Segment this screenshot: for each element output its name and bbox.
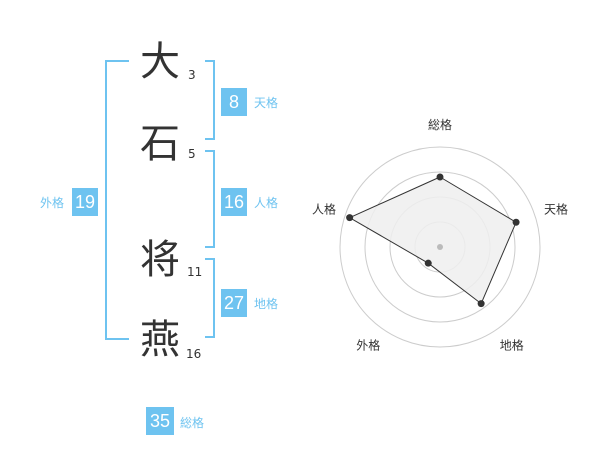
radar-point-2 [512, 218, 520, 226]
chikaku-bracket [205, 258, 215, 338]
soukaku-label: 総格 [180, 416, 205, 430]
radar-axis-label-1: 総格 [428, 117, 452, 132]
radar-point-5 [346, 214, 354, 222]
radar-ring-4 [339, 146, 541, 348]
soukaku-value: 35 [146, 407, 174, 435]
tenkaku-bracket [205, 60, 215, 140]
radar-axis-label-2: 天格 [544, 201, 568, 216]
radar-ring-3 [364, 171, 516, 323]
jinkaku-bracket [205, 150, 215, 248]
name-char-1: 大 [140, 39, 180, 85]
stroke-count-3: 11 [187, 265, 203, 279]
chikaku-label: 地格 [254, 297, 279, 311]
stroke-count-1: 3 [188, 68, 196, 82]
gaikaku-value: 19 [72, 188, 98, 216]
name-char-3: 将 [140, 237, 180, 283]
tenkaku-label: 天格 [254, 96, 279, 110]
gaikaku-bracket [105, 60, 129, 340]
radar-point-4 [424, 259, 432, 267]
radar-axis-label-3: 地格 [500, 338, 524, 353]
name-char-4: 燕 [140, 317, 180, 363]
stroke-count-4: 16 [186, 347, 202, 361]
radar-axis-label-5: 人格 [312, 201, 336, 216]
chikaku-value: 27 [221, 289, 247, 317]
radar-point-3 [477, 300, 485, 308]
jinkaku-value: 16 [221, 188, 247, 216]
radar-axis-label-4: 外格 [356, 338, 380, 353]
name-char-2: 石 [140, 121, 180, 167]
radar-center-dot [437, 244, 443, 250]
radar-polygon [348, 176, 517, 305]
gaikaku-label: 外格 [40, 196, 65, 210]
stroke-count-2: 5 [188, 147, 196, 161]
jinkaku-label: 人格 [254, 196, 279, 210]
tenkaku-value: 8 [221, 88, 247, 116]
radar-point-1 [436, 173, 444, 181]
